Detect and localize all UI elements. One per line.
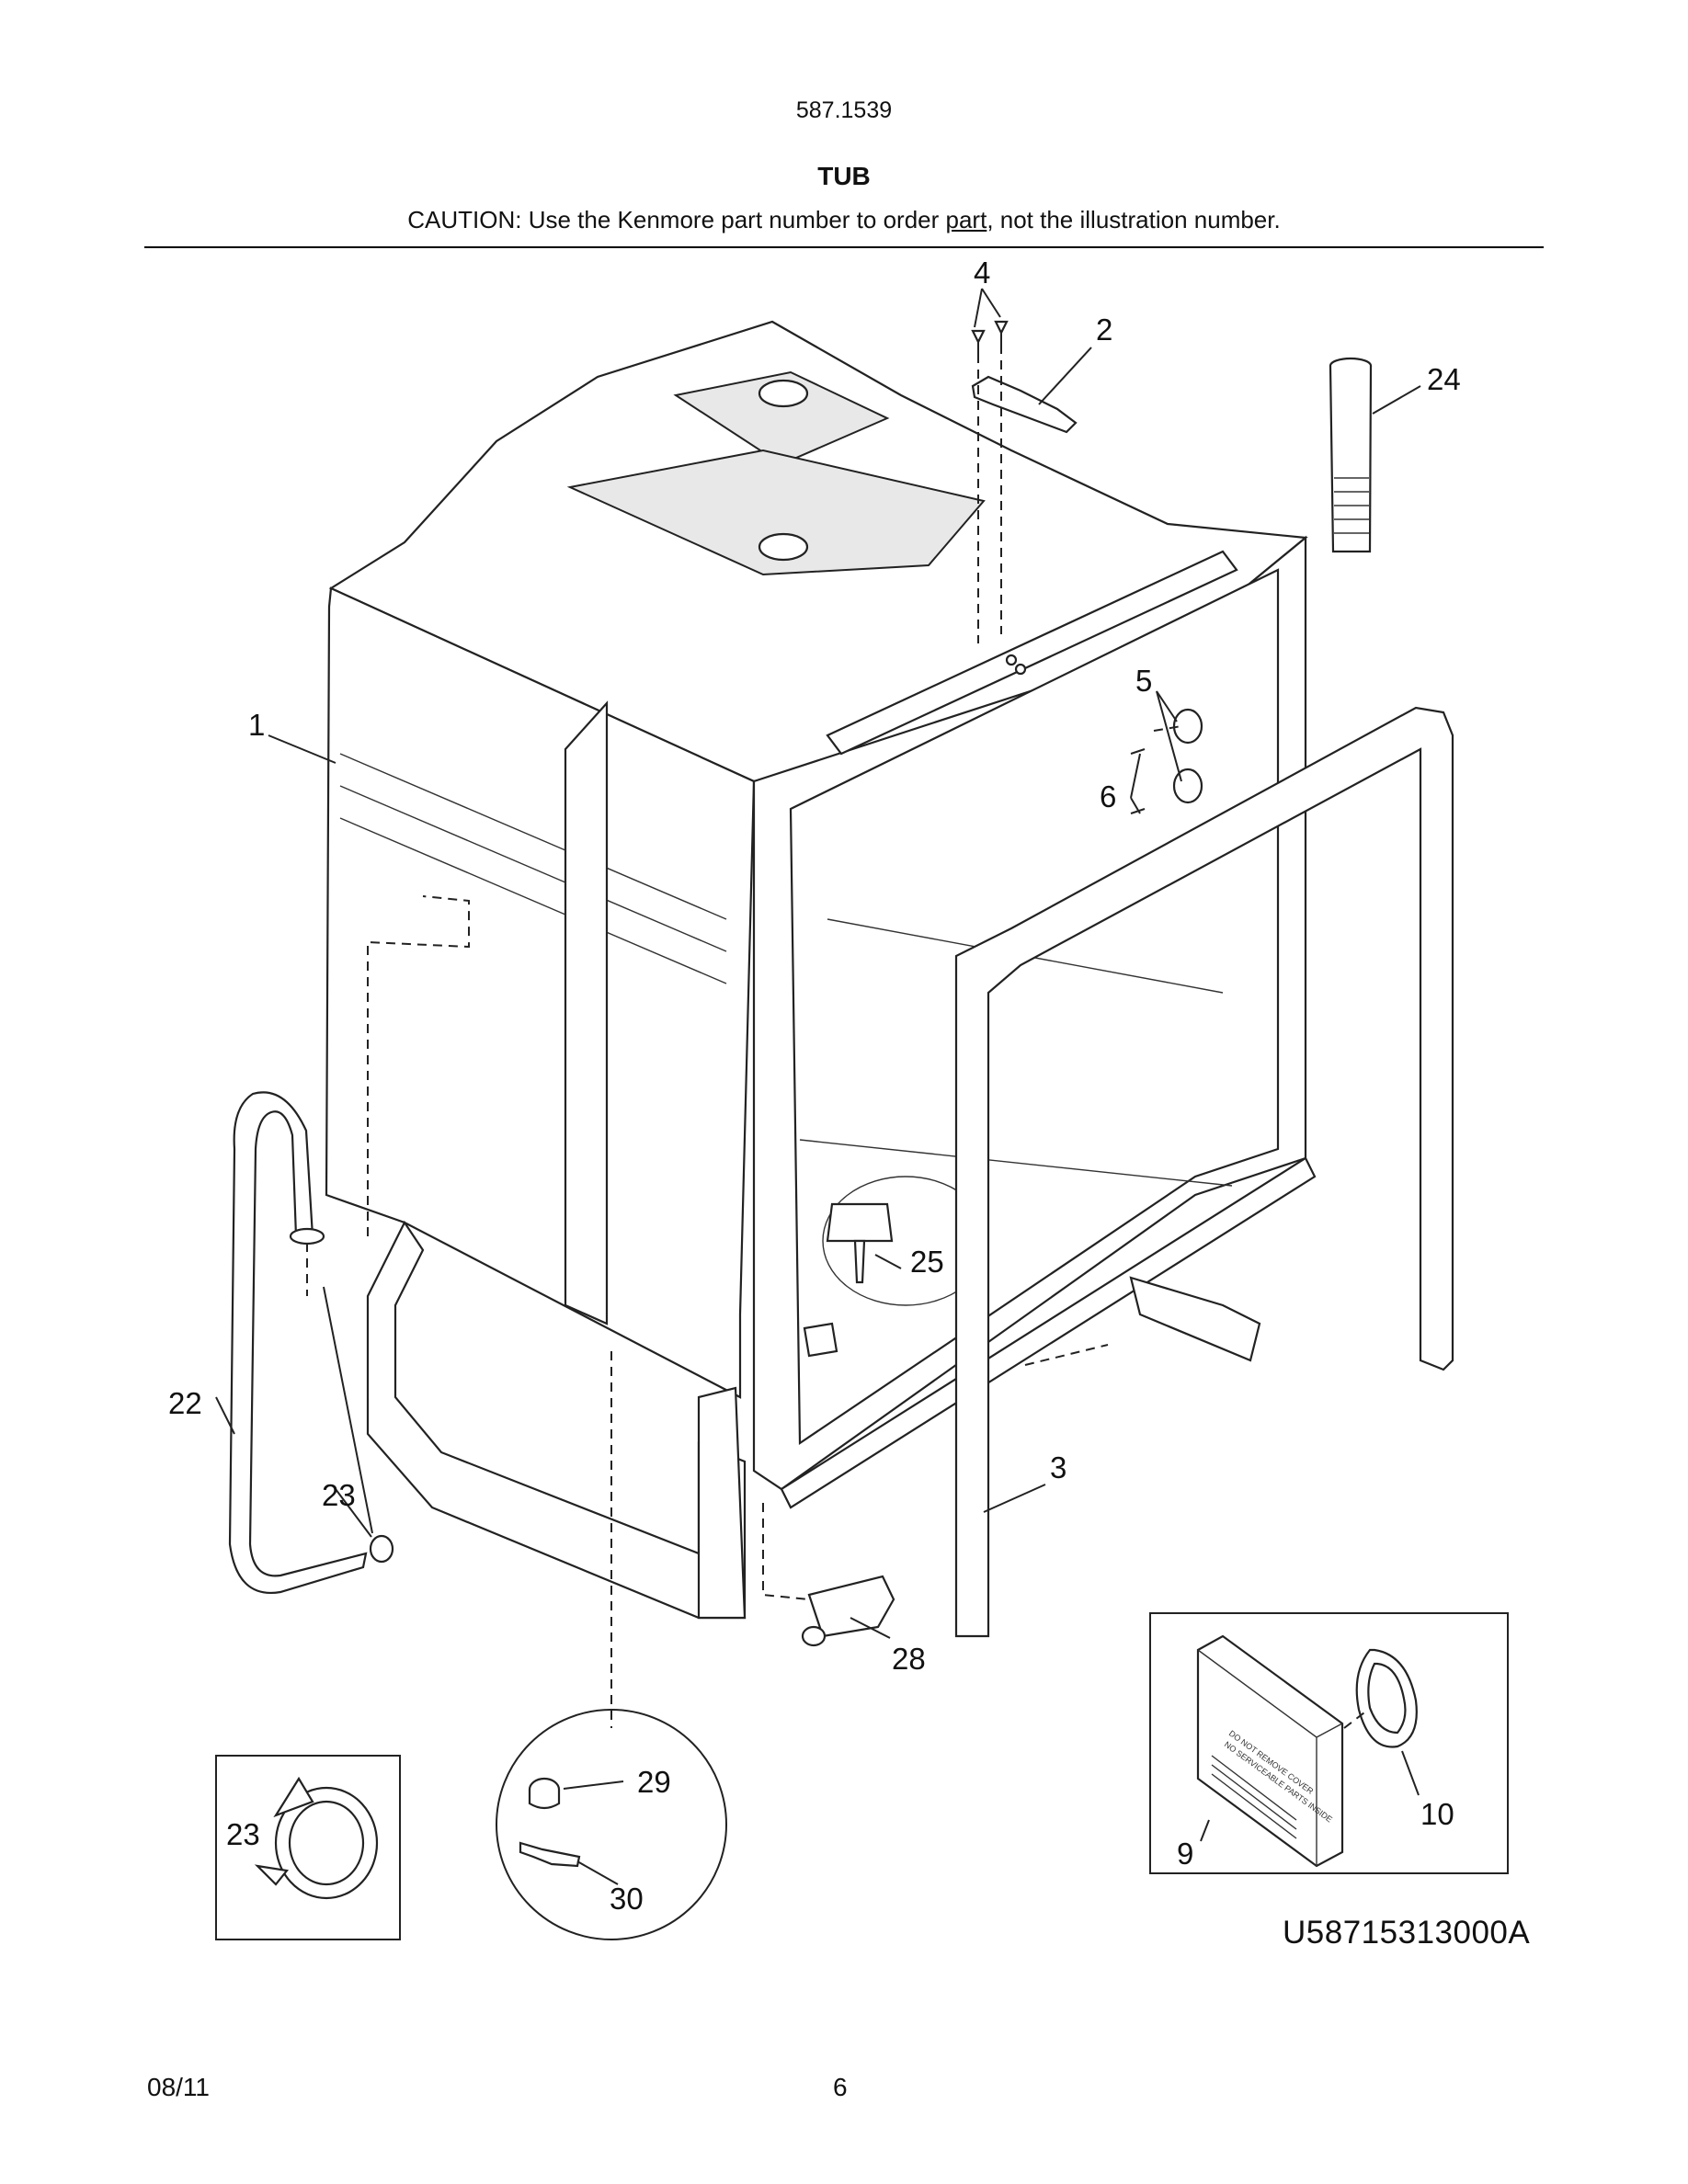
- callout-5: 5: [1135, 664, 1152, 698]
- footer-date: 08/11: [147, 2073, 210, 2101]
- inset-module-9-10: [1149, 1612, 1509, 1874]
- page-title: TUB: [817, 162, 871, 190]
- caution-suffix: , not the illustration number.: [987, 206, 1281, 233]
- bracket-part-2: [971, 375, 1078, 434]
- callout-22: 22: [168, 1386, 202, 1420]
- inset-clamp-23: [215, 1755, 401, 1940]
- lock-ring-part-10: [1343, 1648, 1420, 1796]
- connector-lines: [367, 725, 1182, 1728]
- clamp-part-23-top: [289, 1227, 325, 1246]
- callout-23-hose: 23: [322, 1478, 356, 1512]
- screws-part-4: [971, 320, 1009, 643]
- control-module-part-9: DO NOT REMOVE COVER NO SERVICEABLE PARTS…: [1196, 1634, 1344, 1868]
- callout-30: 30: [610, 1882, 644, 1916]
- diagram-id: U58715313000A: [1283, 1915, 1531, 1951]
- callout-1: 1: [248, 708, 265, 742]
- caution-note: CAUTION: Use the Kenmore part number to …: [0, 206, 1688, 234]
- clamp-part-23-bottom: [369, 1534, 394, 1564]
- callout-3: 3: [1050, 1450, 1066, 1484]
- callout-2: 2: [1096, 313, 1112, 347]
- inset-circle-29-30: [496, 1709, 727, 1940]
- callout-4: 4: [974, 256, 990, 290]
- callout-29: 29: [637, 1765, 671, 1799]
- switch-part-28: [801, 1575, 895, 1647]
- hose-part-22: [228, 1091, 368, 1595]
- callout-24: 24: [1427, 362, 1461, 396]
- header-rule: [144, 246, 1544, 248]
- leader-lines: [215, 288, 1421, 1639]
- caution-prefix: CAUTION: Use the Kenmore part number to …: [407, 206, 946, 233]
- sensor-parts-29-30: [519, 1777, 624, 1885]
- callout-23-inset: 23: [226, 1817, 260, 1851]
- clamp-detail-23: [254, 1776, 379, 1900]
- callout-6: 6: [1100, 779, 1116, 813]
- tub-assembly: [325, 320, 1317, 1620]
- hose-part-24: [1329, 357, 1373, 553]
- model-number: 587.1539: [795, 97, 893, 123]
- callout-10: 10: [1420, 1797, 1454, 1831]
- gasket-part-3: [954, 706, 1454, 1638]
- callout-25: 25: [910, 1245, 944, 1279]
- callout-9: 9: [1177, 1837, 1193, 1871]
- callout-28: 28: [892, 1642, 926, 1676]
- caution-link: part: [945, 206, 987, 233]
- page-number: 6: [833, 2073, 848, 2101]
